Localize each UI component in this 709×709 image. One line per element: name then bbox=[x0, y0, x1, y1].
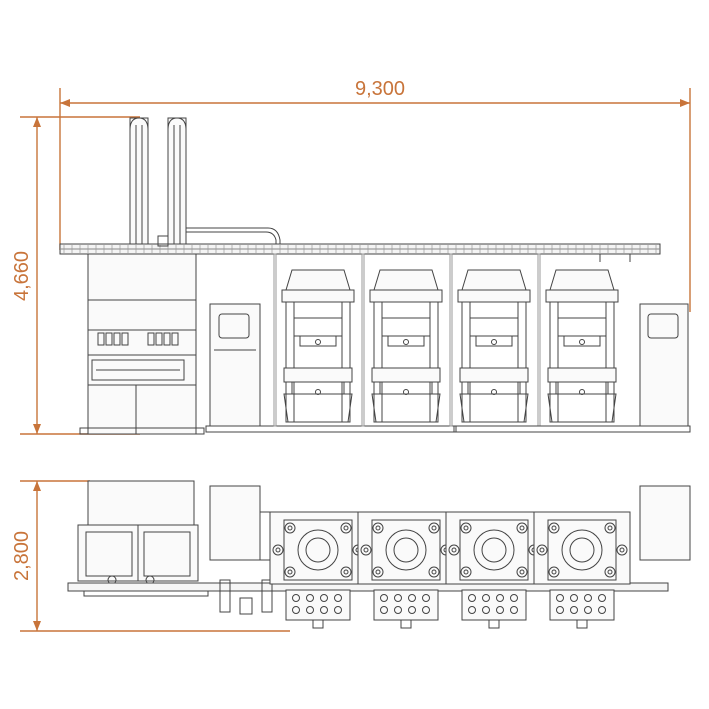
cabinet-left-plan bbox=[209, 485, 261, 561]
press-unit bbox=[361, 253, 443, 427]
loading-station bbox=[79, 253, 205, 435]
depth-dimension-label: 2,800 bbox=[11, 531, 33, 581]
press-plan-unit bbox=[445, 511, 543, 629]
press-plan-unit bbox=[269, 511, 367, 629]
loading-station-plan bbox=[77, 480, 209, 597]
plan-view bbox=[67, 480, 691, 629]
press-plan-units bbox=[269, 511, 631, 629]
press-unit bbox=[537, 253, 619, 427]
press-unit bbox=[449, 253, 531, 427]
gantry-columns bbox=[129, 117, 281, 249]
press-plan-unit bbox=[357, 511, 455, 629]
front-elevation-view bbox=[59, 117, 691, 435]
control-cabinet-left bbox=[205, 303, 457, 433]
width-dimension-label: 9,300 bbox=[355, 78, 405, 100]
press-units bbox=[273, 253, 619, 427]
height-dimension-label: 4,660 bbox=[11, 251, 33, 301]
press-plan-unit bbox=[533, 511, 631, 629]
cabinet-right-plan bbox=[639, 485, 691, 561]
press-unit bbox=[273, 253, 355, 427]
dimension-arrows bbox=[33, 99, 690, 631]
gantry-rail bbox=[59, 243, 661, 262]
control-cabinet-right bbox=[453, 303, 691, 433]
